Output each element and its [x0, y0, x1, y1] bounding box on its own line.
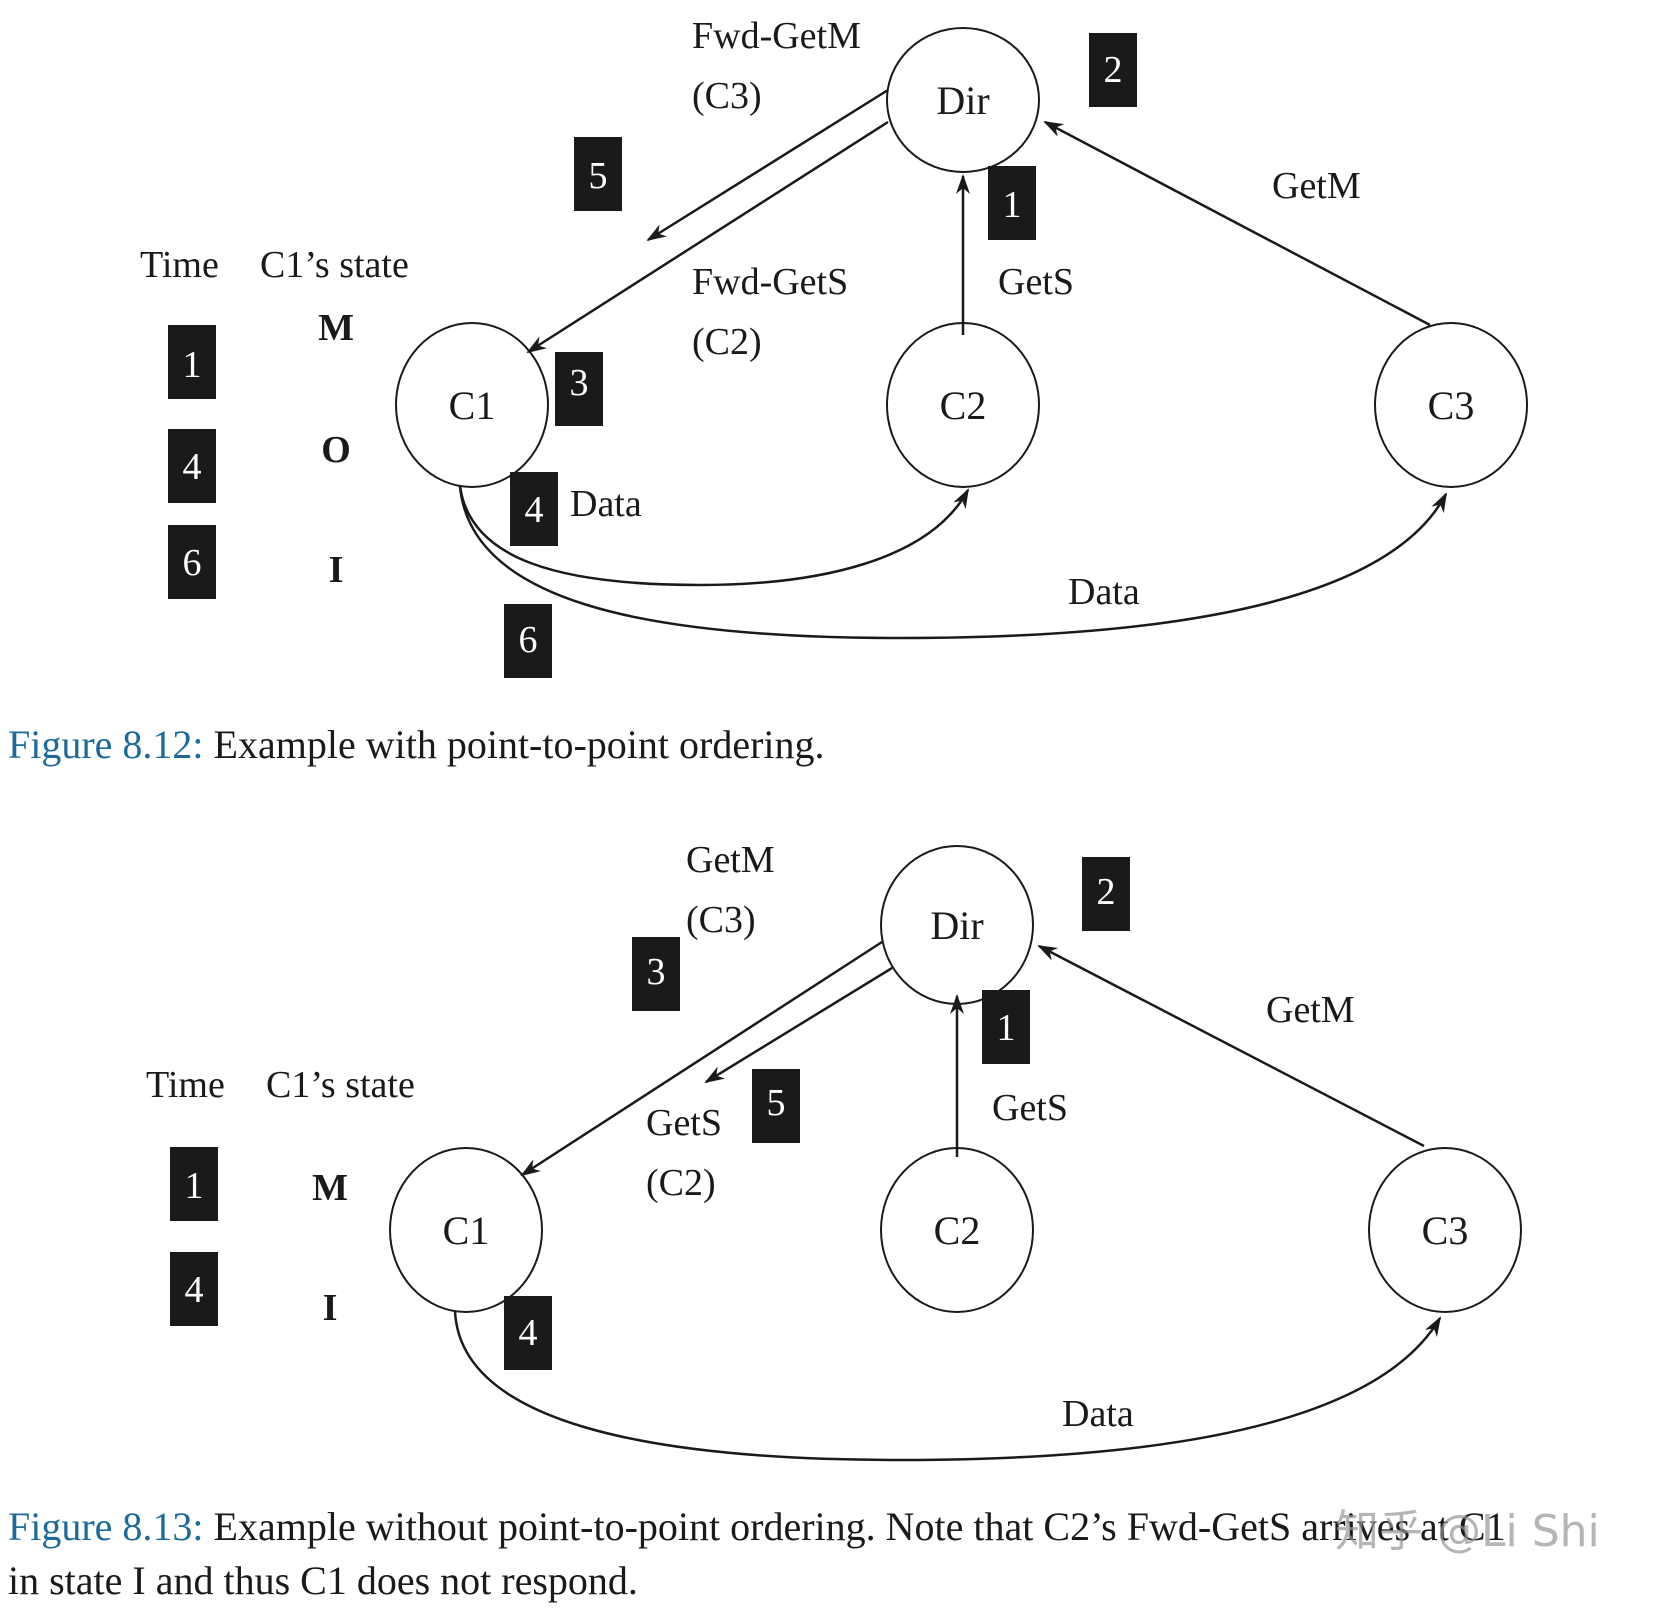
node-dir: Dir: [880, 845, 1034, 1005]
label-getm-forward-source: (C3): [686, 899, 756, 941]
step-badge-data-c2: 4: [510, 472, 558, 546]
svg-text:I: I: [323, 1287, 338, 1329]
label-getm: GetM: [1266, 989, 1355, 1031]
caption-figure-8-12: Figure 8.12: Example with point-to-point…: [8, 718, 825, 772]
svg-text:2: 2: [1104, 49, 1123, 91]
svg-text:3: 3: [570, 362, 589, 404]
svg-text:6: 6: [183, 542, 202, 584]
figure-8-12: Dir C1 C2 C3 Fwd-GetM (C3) Fwd-GetS (C2)…: [140, 15, 1528, 678]
svg-text:I: I: [329, 549, 344, 591]
caption-label: Figure 8.12:: [8, 722, 204, 767]
timeline-row: 1 M: [168, 307, 354, 399]
node-dir-label: Dir: [930, 903, 983, 948]
timeline-header-time: Time: [146, 1064, 225, 1106]
svg-text:4: 4: [185, 1269, 204, 1311]
edge-getm-forward: [520, 940, 883, 1177]
step-badge-gets: 1: [988, 166, 1036, 240]
figure-8-13: Dir C1 C2 C3 GetM (C3) GetS (C2) GetS Ge…: [146, 839, 1522, 1462]
node-c3-label: C3: [1428, 383, 1475, 428]
timeline-row: 4 I: [170, 1252, 337, 1329]
step-badge-data-c3: 6: [504, 604, 552, 678]
label-gets: GetS: [998, 261, 1074, 303]
node-c1-label: C1: [443, 1208, 490, 1253]
label-gets: GetS: [992, 1087, 1068, 1129]
svg-text:4: 4: [525, 489, 544, 531]
step-badge-getm: 2: [1089, 33, 1137, 107]
svg-text:3: 3: [647, 951, 666, 993]
watermark: 知乎 @Li Shi: [1335, 1506, 1600, 1557]
node-c2-label: C2: [940, 383, 987, 428]
svg-text:2: 2: [1097, 871, 1116, 913]
edge-getm: [1043, 120, 1431, 327]
label-getm: GetM: [1272, 165, 1361, 207]
svg-text:6: 6: [519, 619, 538, 661]
label-data-c3: Data: [1062, 1393, 1134, 1435]
caption-figure-8-13-line2: in state I and thus C1 does not respond.: [8, 1558, 638, 1603]
svg-text:5: 5: [767, 1082, 786, 1124]
node-c2-label: C2: [934, 1208, 981, 1253]
step-badge-gets: 1: [982, 990, 1030, 1064]
node-c3: C3: [1374, 322, 1528, 488]
timeline-header-state: C1’s state: [260, 244, 409, 286]
timeline-row: 4 O: [168, 429, 351, 503]
label-fwd-getm-source: (C3): [692, 75, 762, 117]
timeline-header-time: Time: [140, 244, 219, 286]
label-data-c2: Data: [570, 483, 642, 525]
step-badge-getm: 2: [1082, 857, 1130, 931]
label-fwd-gets: Fwd-GetS: [692, 261, 848, 303]
node-dir-label: Dir: [936, 78, 989, 123]
edge-getm: [1037, 944, 1425, 1148]
caption-text: Example without point-to-point ordering.…: [203, 1504, 1506, 1549]
label-gets-forward-source: (C2): [646, 1162, 716, 1204]
label-fwd-getm: Fwd-GetM: [692, 15, 861, 57]
caption-label: Figure 8.13:: [8, 1504, 204, 1549]
node-c1: C1: [389, 1147, 543, 1313]
edge-gets-forward: [704, 966, 893, 1084]
caption-figure-8-13: Figure 8.13: Example without point-to-po…: [8, 1500, 1506, 1554]
caption-text: Example with point-to-point ordering.: [203, 722, 825, 767]
timeline-row: 6 I: [168, 525, 343, 599]
edge-fwd-gets: [526, 120, 889, 354]
svg-text:1: 1: [183, 344, 202, 386]
svg-text:M: M: [318, 307, 354, 349]
step-badge-fwd-gets: 5: [752, 1069, 800, 1143]
node-c3-label: C3: [1422, 1208, 1469, 1253]
node-c2: C2: [880, 1147, 1034, 1313]
step-badge-fwd-getm: 5: [574, 137, 622, 211]
node-c1: C1: [395, 322, 549, 488]
node-c2: C2: [886, 322, 1040, 488]
timeline-row: 1 M: [170, 1147, 348, 1221]
svg-text:O: O: [321, 429, 351, 471]
svg-text:M: M: [312, 1167, 348, 1209]
label-gets-forward: GetS: [646, 1102, 722, 1144]
edge-data-c3: [453, 1310, 1442, 1462]
step-badge-fwd-getm: 3: [632, 937, 680, 1011]
timeline-header-state: C1’s state: [266, 1064, 415, 1106]
svg-text:4: 4: [519, 1312, 538, 1354]
step-badge-data-c3: 4: [504, 1296, 552, 1370]
label-data-c3: Data: [1068, 571, 1140, 613]
node-c1-label: C1: [449, 383, 496, 428]
node-c3: C3: [1368, 1147, 1522, 1313]
svg-text:1: 1: [1003, 184, 1022, 226]
label-getm-forward: GetM: [686, 839, 775, 881]
node-dir: Dir: [886, 27, 1040, 173]
label-fwd-gets-source: (C2): [692, 321, 762, 363]
svg-text:4: 4: [183, 446, 202, 488]
edge-data-c3: [458, 485, 1448, 640]
svg-text:1: 1: [185, 1165, 204, 1207]
step-badge-c1-receive: 3: [555, 352, 603, 426]
edge-fwd-getm: [646, 88, 889, 242]
svg-text:5: 5: [589, 155, 608, 197]
edge-data-c2: [458, 485, 970, 587]
svg-text:1: 1: [997, 1007, 1016, 1049]
